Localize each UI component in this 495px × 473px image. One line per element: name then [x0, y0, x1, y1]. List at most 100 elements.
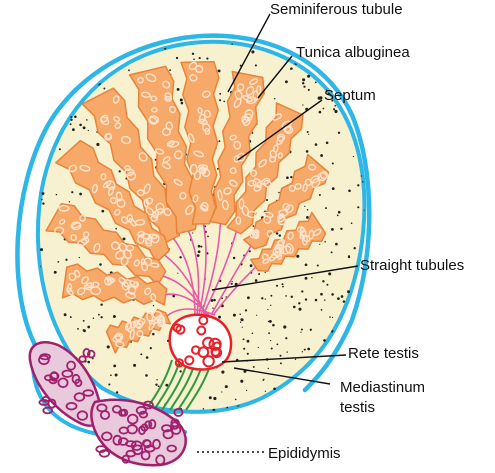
parenchyma-dot — [268, 411, 272, 412]
tubule-loop — [99, 116, 110, 126]
epididymis-coil — [76, 410, 89, 421]
parenchyma-dot — [334, 109, 338, 114]
parenchyma-dot — [308, 133, 310, 135]
parenchyma-dot — [353, 66, 356, 69]
parenchyma-dot — [359, 319, 363, 323]
tubule-loop — [201, 168, 211, 178]
tubule-loop — [116, 198, 126, 208]
tubule-loop — [162, 127, 171, 137]
parenchyma-dot — [82, 126, 86, 130]
parenchyma-dot — [306, 208, 309, 211]
parenchyma-dot — [335, 242, 338, 246]
tubule-loop — [246, 210, 257, 219]
parenchyma-dot — [357, 184, 360, 187]
tubule-loop — [137, 76, 144, 84]
tubule-loop — [311, 177, 321, 189]
parenchyma-dot — [172, 294, 176, 298]
parenchyma-dot — [79, 123, 82, 127]
epididymis-coil — [66, 360, 76, 371]
parenchyma-dot — [53, 270, 57, 274]
parenchyma-dot — [133, 363, 137, 367]
tubule-loop — [125, 244, 135, 252]
parenchyma-dot — [243, 347, 246, 350]
epididymis-coil — [101, 431, 113, 442]
parenchyma-dot — [265, 198, 269, 202]
parenchyma-dot — [152, 304, 155, 307]
epididymis-coil — [166, 444, 177, 453]
parenchyma-dot — [44, 317, 48, 321]
parenchyma-dot — [95, 47, 98, 51]
parenchyma-dot — [307, 347, 311, 351]
parenchyma-dot — [284, 80, 288, 84]
tubule-loop — [276, 135, 284, 146]
tubule-loop — [140, 258, 146, 266]
parenchyma-dot — [336, 214, 339, 217]
tubule-loop — [277, 216, 287, 226]
parenchyma-dot — [196, 254, 200, 257]
parenchyma-dot — [306, 131, 309, 133]
label-straight-tubules: Straight tubules — [360, 257, 464, 274]
tubule-loop — [127, 285, 137, 295]
parenchyma-dot — [85, 66, 88, 68]
epididymis-coil — [142, 439, 152, 449]
parenchyma-dot — [223, 100, 226, 103]
parenchyma-dot — [240, 379, 244, 383]
tubule-loop — [236, 83, 245, 92]
parenchyma-dot — [367, 112, 369, 114]
lobule — [61, 263, 168, 306]
parenchyma-dot — [33, 190, 35, 192]
parenchyma-dot — [46, 331, 50, 334]
tubule-loop — [143, 183, 151, 195]
label-epididymis: Epididymis — [268, 445, 341, 462]
tubule-loop — [104, 133, 113, 141]
tubule-loop — [145, 197, 154, 205]
rete-channel — [196, 325, 207, 336]
lobule — [128, 65, 199, 235]
tubule-loop — [80, 237, 90, 244]
parenchyma-dot — [203, 416, 205, 418]
tubule-loop — [270, 251, 282, 259]
parenchyma-dot — [157, 385, 160, 388]
tubule-loop — [287, 231, 294, 240]
parenchyma-dot — [145, 356, 149, 359]
parenchyma-dot — [317, 394, 320, 397]
epididymis-coil — [74, 378, 83, 387]
tubule-loop — [294, 182, 302, 190]
tubule-loop — [161, 161, 171, 170]
parenchyma-dot — [267, 320, 270, 323]
tubule-loop — [154, 208, 165, 216]
parenchyma-dot — [324, 402, 327, 405]
parenchyma-dot — [307, 88, 310, 91]
tubule-loop — [77, 287, 86, 296]
tubule-loop — [242, 94, 253, 103]
parenchyma-dot — [303, 414, 305, 416]
tubule-loop — [115, 191, 123, 202]
parenchyma-dot — [98, 313, 100, 316]
parenchyma-dot — [218, 315, 221, 319]
parenchyma-dot — [152, 332, 155, 336]
parenchyma-dot — [302, 78, 306, 82]
tubule-loop — [284, 125, 294, 134]
parenchyma-dot — [304, 263, 308, 267]
tubule-loop — [199, 204, 209, 212]
tubule-loop — [269, 149, 277, 159]
tubule-loop — [272, 247, 282, 257]
tubule-loop — [197, 107, 203, 114]
epididymis-coil — [148, 419, 157, 430]
rete-channel — [184, 355, 195, 366]
tubule-loop — [120, 135, 132, 145]
epididymis-coil — [82, 347, 91, 358]
parenchyma-dot — [356, 76, 360, 80]
parenchyma-dot — [57, 77, 59, 79]
epididymis-coil — [95, 445, 107, 454]
parenchyma-dot — [103, 87, 106, 90]
tubule-loop — [143, 198, 150, 208]
tubule-loop — [71, 222, 81, 229]
tubule-loop — [137, 230, 145, 238]
epididymis-coil — [42, 406, 53, 415]
parenchyma-dot — [325, 141, 329, 145]
tubule-loop — [245, 86, 255, 96]
efferent-duct — [153, 359, 181, 411]
parenchyma-dot — [278, 234, 282, 237]
